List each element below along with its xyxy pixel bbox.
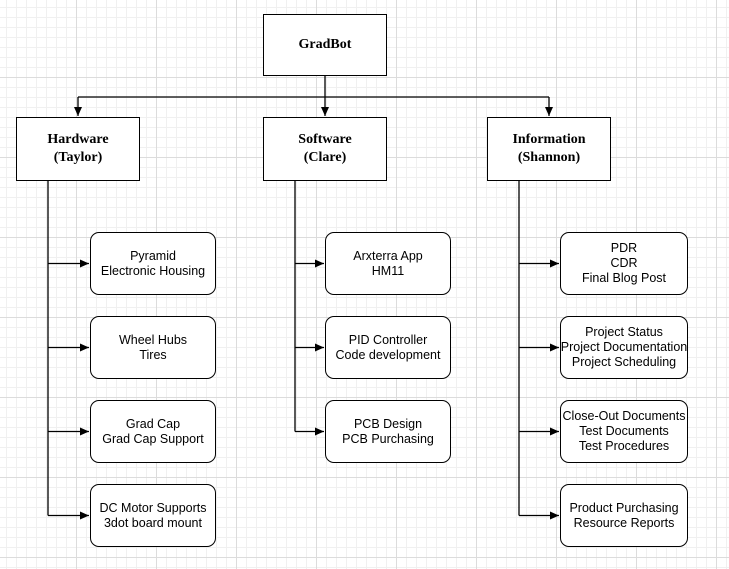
item-node-hardware-2-line: Wheel Hubs <box>118 332 188 347</box>
item-node-information-2-line: Project Scheduling <box>571 355 677 369</box>
item-node-software-2-line: Code development <box>335 347 441 362</box>
item-node-hardware-1-line: Pyramid <box>130 248 176 263</box>
root-node-gradbot-line: GradBot <box>298 37 352 52</box>
item-node-software-2-line: PID Controller <box>348 332 428 347</box>
branch-node-hardware-line: (Taylor) <box>53 150 103 165</box>
item-node-hardware-3-line: Grad Cap <box>125 416 181 431</box>
branch-node-software-line: (Clare) <box>303 150 347 165</box>
item-node-information-1-line: Final Blog Post <box>581 271 667 285</box>
item-node-information-2-line: Project Status <box>585 325 663 339</box>
item-node-software-3-line: PCB Design <box>353 416 423 431</box>
branch-node-information-line: Information <box>512 132 586 147</box>
item-node-hardware-1-line: Electronic Housing <box>100 263 206 278</box>
branch-node-information-line: (Shannon) <box>517 150 581 165</box>
item-node-software-1-line: Arxterra App <box>353 248 423 263</box>
item-node-information-2-line: Project Documentation <box>560 340 688 354</box>
item-node-hardware-4-line: 3dot board mount <box>103 515 202 530</box>
item-node-information-1-line: CDR <box>610 256 638 270</box>
item-node-software-3-line: PCB Purchasing <box>342 431 434 446</box>
item-node-information-3-line: Test Documents <box>579 424 669 438</box>
branch-node-hardware: Hardware (Taylor) <box>16 117 140 181</box>
item-node-information-4-line: Product Purchasing <box>569 500 679 515</box>
branch-node-hardware-line: Hardware <box>47 132 109 147</box>
branch-node-information: Information (Shannon) <box>487 117 611 181</box>
item-node-hardware-3-line: Grad Cap Support <box>102 431 204 446</box>
branch-node-software-line: Software <box>298 132 352 147</box>
item-node-hardware-2-line: Tires <box>139 347 167 362</box>
item-node-software-1-line: HM11 <box>371 263 405 278</box>
item-node-hardware-4-line: DC Motor Supports <box>99 500 207 515</box>
branch-node-software: Software (Clare) <box>263 117 387 181</box>
item-node-information-1-line: PDR <box>610 241 638 255</box>
item-node-information-4-line: Resource Reports <box>573 515 675 530</box>
item-node-information-3-line: Close-Out Documents <box>562 409 686 423</box>
item-node-information-3-line: Test Procedures <box>578 439 670 453</box>
root-node-gradbot: GradBot <box>263 14 387 76</box>
